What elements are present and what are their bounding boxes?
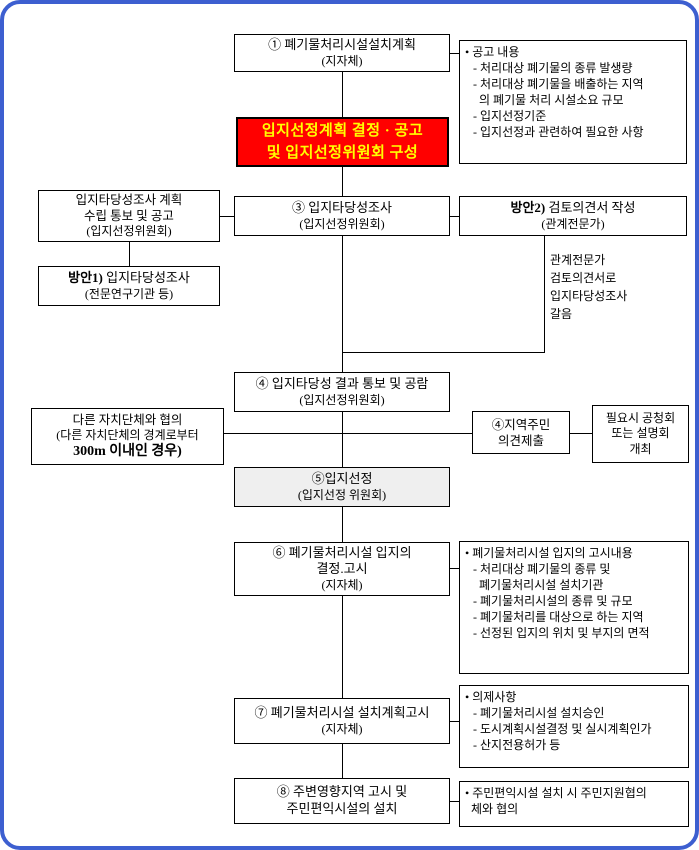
connector-option2-down bbox=[544, 236, 545, 352]
connector-plan-step3 bbox=[220, 216, 234, 217]
step8-line1: ⑧ 주변영향지역 고시 및 bbox=[276, 784, 408, 800]
option2-title-line: 방안2) 검토의견서 작성 bbox=[511, 200, 636, 217]
hearing-box: 필요시 공청회 또는 설명회 개최 bbox=[592, 405, 689, 463]
connector-step7-step8 bbox=[342, 744, 343, 778]
step5-title: ⑤입지선정 bbox=[311, 471, 373, 486]
option2-box: 방안2) 검토의견서 작성 (관계전문가) bbox=[459, 196, 687, 236]
connector-step4-step5 bbox=[342, 412, 343, 467]
connector-step8-notice bbox=[450, 801, 459, 802]
step6-notice-item: - 선정된 입지의 위치 및 부지의 면적 bbox=[473, 625, 650, 640]
step8-notice-text: • 주민편익시설 설치 시 주민지원협의 체와 협의 bbox=[465, 786, 647, 816]
consult-line1: 다른 자치단체와 협의 bbox=[72, 412, 183, 427]
connector-step3-option2 bbox=[450, 216, 459, 217]
hearing-line1: 필요시 공청회 bbox=[605, 410, 676, 425]
option1-subtitle: (전문연구기관 등) bbox=[84, 286, 174, 301]
connector-plan-option1 bbox=[129, 242, 130, 266]
notice-title: • 공고 내용 bbox=[465, 45, 520, 59]
plan-notify-box: 입지타당성조사 계획 수립 통보 및 공고 (입지선정위원회) bbox=[38, 190, 220, 242]
notice-item: - 입지선정기준 bbox=[473, 108, 547, 123]
connector-step5-step6 bbox=[342, 507, 343, 542]
step8-notice-box: • 주민편익시설 설치 시 주민지원협의 체와 협의 bbox=[459, 781, 689, 827]
step1-subtitle: (지자체) bbox=[321, 53, 363, 68]
step6-notice-item: - 폐기물처리시설의 종류 및 규모 bbox=[473, 593, 633, 608]
decision-highlight-box: 입지선정계획 결정 · 공고 및 입지선정위원회 구성 bbox=[236, 117, 449, 167]
notice-box: • 공고 내용 - 처리대상 폐기물의 종류 발생량 - 처리대상 폐기물을 배… bbox=[459, 40, 687, 164]
step3-box: ③ 입지타당성조사 (입지선정위원회) bbox=[234, 196, 450, 236]
option2-title: 검토의견서 작성 bbox=[545, 200, 636, 215]
step1-title: ① 폐기물처리시설설치계획 bbox=[268, 37, 416, 52]
step7-title: ⑦ 폐기물처리시설 설치계획고시 bbox=[254, 705, 430, 720]
consult-box: 다른 자치단체와 협의 (다른 자치단체의 경계로부터 300m 이내인 경우) bbox=[31, 408, 224, 465]
step4-subtitle: (입지선정위원회) bbox=[299, 392, 385, 407]
notice-item: - 처리대상 폐기물의 종류 발생량 bbox=[473, 60, 633, 75]
connector-step6-notice bbox=[450, 568, 459, 569]
step3-subtitle: (입지선정위원회) bbox=[299, 216, 385, 231]
plan-notify-line2: 수립 통보 및 공고 bbox=[84, 209, 174, 224]
step7-notice-title: • 의제사항 bbox=[465, 690, 517, 704]
decision-line1: 입지선정계획 결정 · 공고 bbox=[261, 122, 424, 139]
residents-line2: 의견제출 bbox=[497, 433, 544, 448]
step6-notice-title: • 폐기물처리시설 입지의 고시내용 bbox=[465, 546, 633, 560]
option1-title-line: 방안1) 입지타당성조사 bbox=[68, 270, 190, 287]
step4-title: ④ 입지타당성 결과 통보 및 공람 bbox=[255, 376, 429, 391]
connector-step1-decision bbox=[342, 72, 343, 117]
step7-notice-item: - 도시계획시설결정 및 실시계획인가 bbox=[473, 721, 652, 736]
connector-option2-join bbox=[342, 352, 545, 353]
hearing-line2: 또는 설명회 bbox=[611, 426, 670, 441]
residents-box: ④지역주민 의견제출 bbox=[472, 411, 570, 454]
step6-line3: (지자체) bbox=[321, 577, 363, 592]
step3-title: ③ 입지타당성조사 bbox=[292, 200, 392, 215]
step5-box: ⑤입지선정 (입지선정 위원회) bbox=[234, 467, 450, 507]
step6-notice-item: - 처리대상 폐기물의 종류 및 폐기물처리시설 설치기관 bbox=[473, 561, 611, 592]
option1-box: 방안1) 입지타당성조사 (전문연구기관 등) bbox=[38, 266, 220, 306]
step7-notice-box: • 의제사항 - 폐기물처리시설 설치승인 - 도시계획시설결정 및 실시계획인… bbox=[459, 685, 689, 768]
plan-notify-line3: (입지선정위원회) bbox=[86, 224, 172, 239]
notice-item: - 입지선정과 관련하여 필요한 사항 bbox=[473, 124, 644, 139]
connector-step7-notice bbox=[450, 721, 459, 722]
residents-line1: ④지역주민 bbox=[491, 417, 551, 432]
connector-residents-hearing bbox=[570, 433, 592, 434]
step7-notice-item: - 폐기물처리시설 설치승인 bbox=[473, 705, 605, 720]
option2-label: 방안2) bbox=[510, 200, 546, 215]
connector-decision-step3 bbox=[342, 167, 343, 196]
step4-box: ④ 입지타당성 결과 통보 및 공람 (입지선정위원회) bbox=[234, 372, 450, 412]
step8-box: ⑧ 주변영향지역 고시 및 주민편익시설의 설치 bbox=[234, 778, 450, 824]
connector-step6-step7 bbox=[342, 596, 343, 698]
notice-item: - 처리대상 폐기물을 배출하는 지역 의 폐기물 처리 시설소요 규모 bbox=[473, 76, 644, 107]
consult-line3: 300m 이내인 경우) bbox=[73, 444, 182, 460]
decision-line2: 및 입지선정위원회 구성 bbox=[266, 145, 419, 161]
step5-subtitle: (입지선정 위원회) bbox=[297, 487, 387, 502]
connector-consult-residents bbox=[224, 433, 472, 434]
step6-notice-item: - 폐기물처리를 대상으로 하는 지역 bbox=[473, 609, 644, 624]
connector-step3-step4 bbox=[342, 236, 343, 372]
consult-line2: (다른 자치단체의 경계로부터 bbox=[56, 427, 199, 442]
option2-subtitle: (관계전문가) bbox=[541, 216, 605, 231]
step6-box: ⑥ 폐기물처리시설 입지의 결정.고시 (지자체) bbox=[234, 542, 450, 596]
connector-step1-notice bbox=[450, 53, 459, 54]
hearing-line3: 개최 bbox=[629, 441, 652, 456]
step6-line2: 결정.고시 bbox=[316, 561, 368, 577]
step7-notice-item: - 산지전용허가 등 bbox=[473, 737, 561, 752]
option1-title: 입지타당성조사 bbox=[102, 270, 190, 285]
step7-subtitle: (지자체) bbox=[321, 721, 363, 736]
step7-box: ⑦ 폐기물처리시설 설치계획고시 (지자체) bbox=[234, 698, 450, 744]
option2-note: 관계전문가 검토의견서로 입지타당성조사 갈음 bbox=[550, 253, 628, 321]
step6-line1: ⑥ 폐기물처리시설 입지의 bbox=[272, 544, 412, 560]
plan-notify-line1: 입지타당성조사 계획 bbox=[75, 193, 183, 208]
step8-line2: 주민편익시설의 설치 bbox=[286, 801, 398, 816]
option1-label: 방안1) bbox=[68, 270, 103, 285]
step6-notice-box: • 폐기물처리시설 입지의 고시내용 - 처리대상 폐기물의 종류 및 폐기물처… bbox=[459, 541, 689, 674]
step1-box: ① 폐기물처리시설설치계획 (지자체) bbox=[234, 34, 450, 72]
